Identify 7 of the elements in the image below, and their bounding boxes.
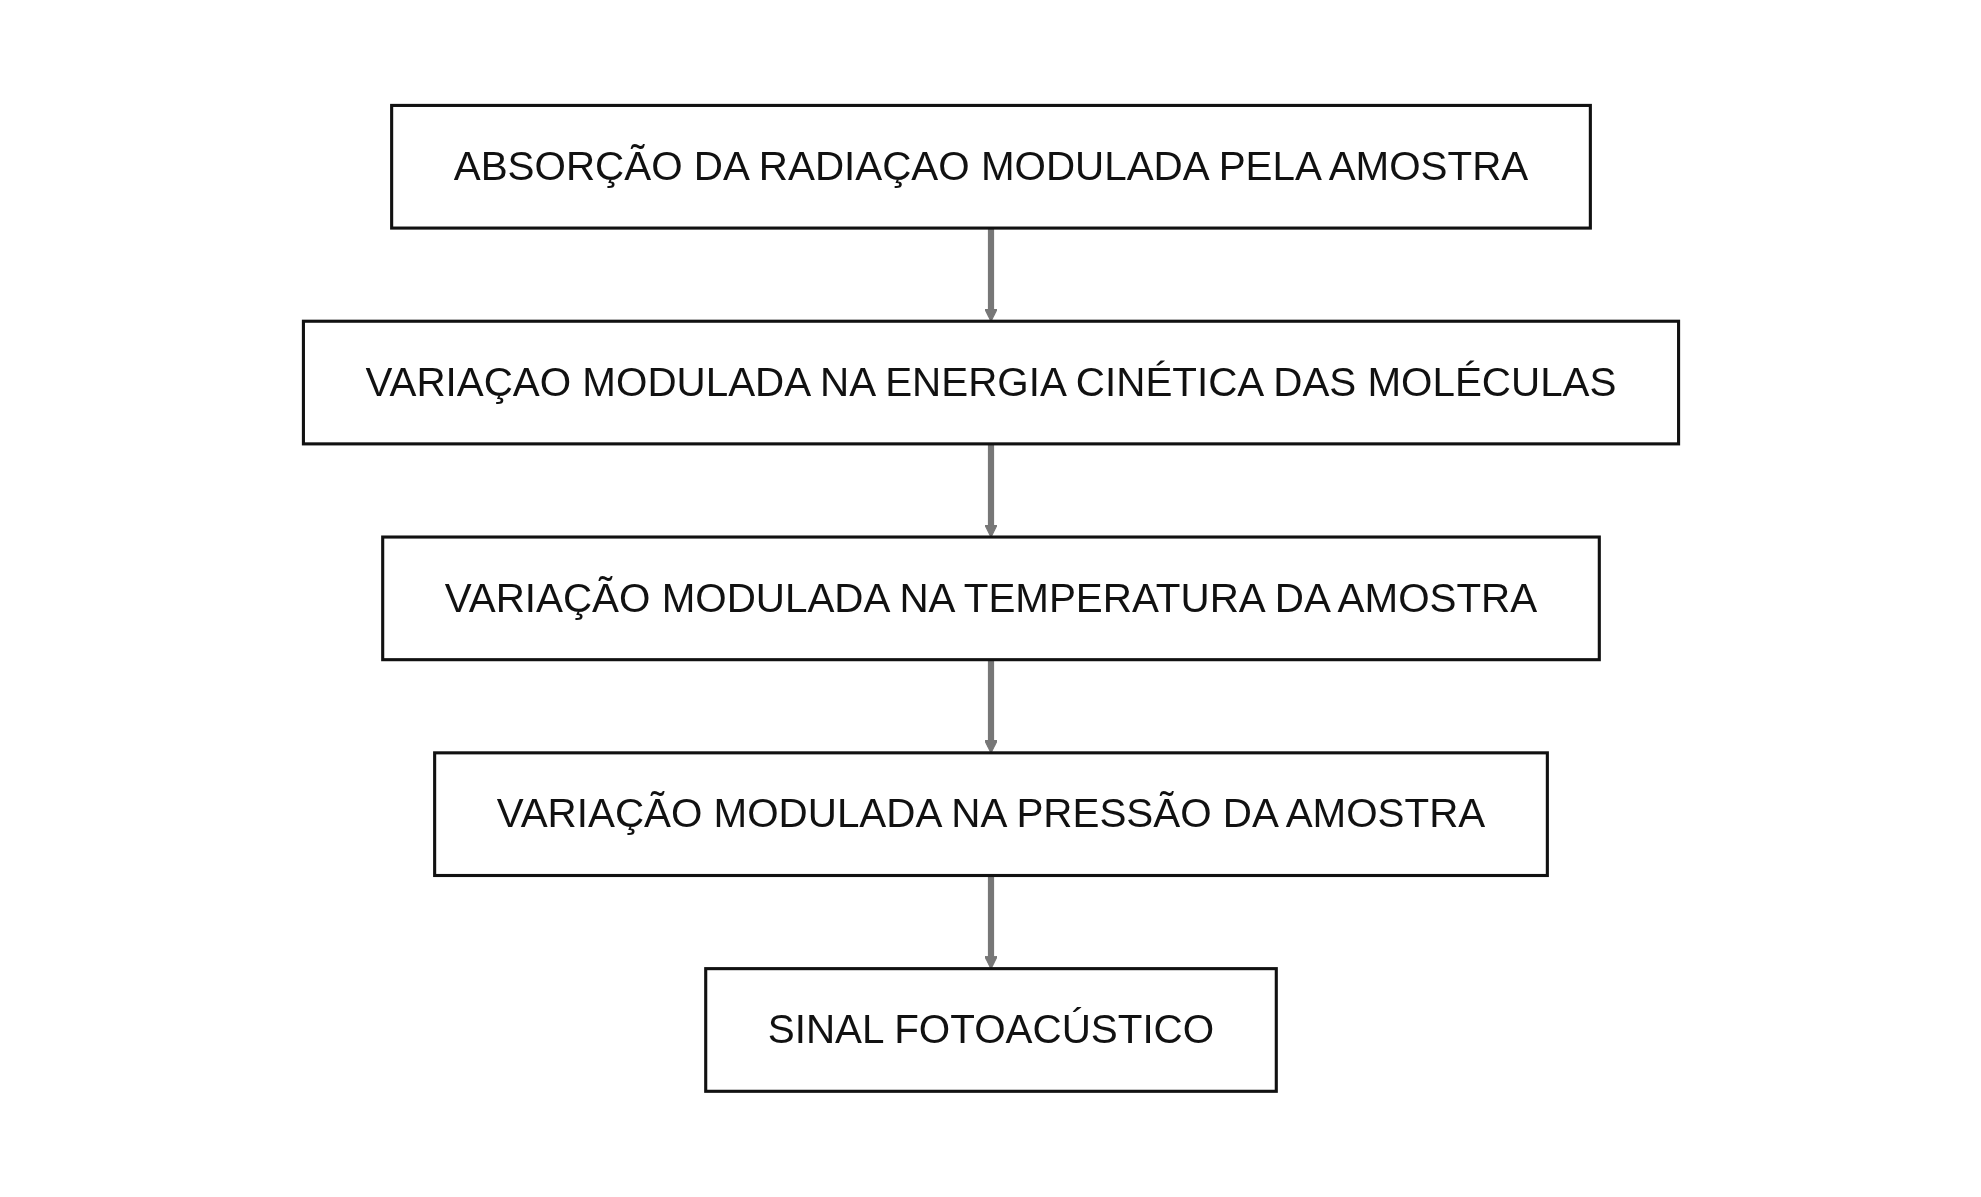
arrow (983, 228, 998, 322)
node-box: VARIAÇAO MODULADA NA ENERGIA CINÉTICA DAS MOLÉCULAS (301, 319, 1680, 446)
node-box: SINAL FOTOACÚSTICO (703, 967, 1278, 1093)
node-box: ABSORÇÃO DA RADIAÇAO MODULADA PELA AMOSTRA (389, 104, 1592, 230)
node-box: VARIAÇÃO MODULADA NA TEMPERATURA DA AMOSTRA (380, 535, 1601, 662)
arrow (983, 444, 998, 538)
node-box: VARIAÇÃO MODULADA NA PRESSÃO DA AMOSTRA (432, 751, 1549, 878)
